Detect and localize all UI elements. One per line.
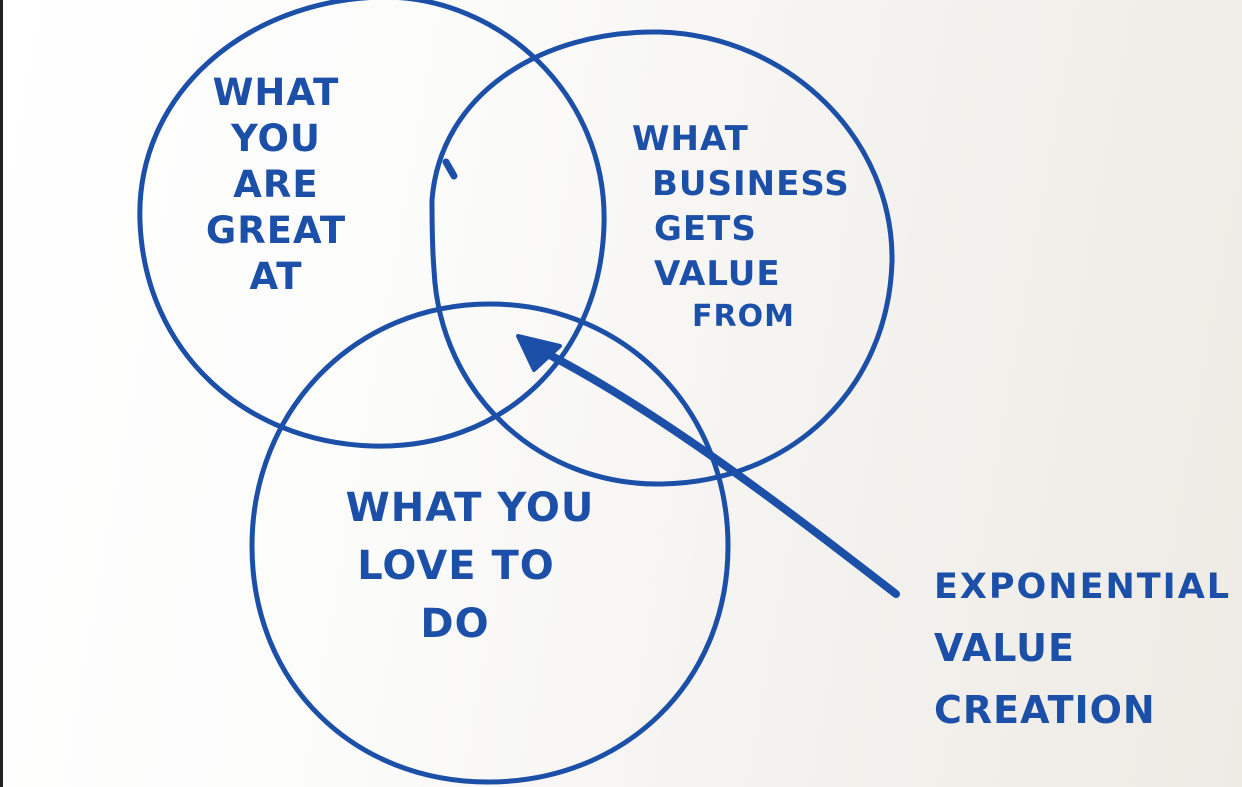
label-line: DO: [420, 601, 490, 647]
label-line: WHAT: [632, 119, 749, 159]
label-line: AT: [249, 255, 303, 298]
label-line: BUSINESS: [652, 164, 850, 204]
label-line: WHAT YOU: [345, 485, 595, 531]
arrow-shaft: [532, 344, 900, 598]
label-line: VALUE: [654, 254, 781, 294]
label-what-you-are-great-at: WHAT YOU ARE GREAT AT: [196, 74, 356, 304]
ink-tick-mark: [442, 158, 458, 180]
arrow-head: [516, 334, 562, 372]
label-line: GREAT: [205, 209, 347, 252]
circle-love-to-do: [249, 301, 731, 785]
label-what-you-love-to-do: WHAT YOU LOVE TO DO: [330, 488, 610, 662]
circle-business-value: [429, 29, 895, 487]
label-line: ARE: [233, 163, 319, 206]
label-line: CREATION: [934, 688, 1156, 732]
frame-edge: [0, 0, 3, 787]
label-line: EXPONENTIAL: [934, 567, 1232, 607]
label-line: LOVE TO: [357, 543, 555, 589]
label-line: FROM: [692, 299, 795, 334]
circle-great-at: [137, 0, 607, 449]
label-exponential-value-creation: EXPONENTIAL VALUE CREATION: [934, 570, 1234, 753]
label-line: WHAT: [212, 71, 340, 114]
label-line: YOU: [231, 117, 321, 160]
label-what-business-gets-value-from: WHAT BUSINESS GETS VALUE FROM: [630, 119, 850, 343]
label-line: VALUE: [934, 626, 1075, 670]
label-line: GETS: [654, 209, 757, 249]
